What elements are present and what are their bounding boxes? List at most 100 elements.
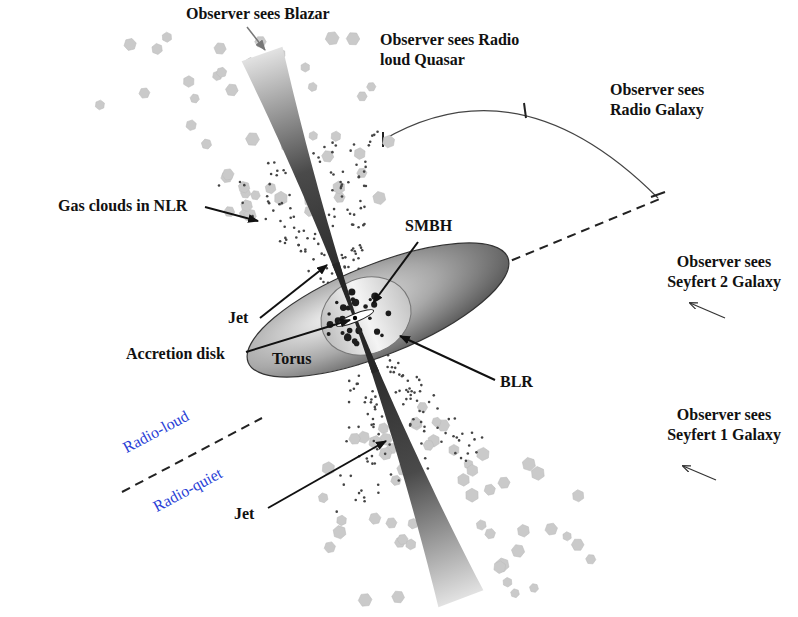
- gas-dot: [307, 270, 310, 273]
- blr-cloud: [341, 331, 345, 335]
- gas-dot: [409, 424, 412, 427]
- gas-dot: [303, 229, 306, 232]
- gas-dot: [388, 443, 391, 446]
- nlr-cloud: [246, 133, 260, 145]
- gas-dot: [374, 408, 377, 411]
- gas-dot: [333, 208, 336, 211]
- nlr-cloud: [530, 584, 539, 593]
- gas-dot: [335, 510, 338, 513]
- observer-label: Observer sees Seyfert 1 Galaxy: [656, 405, 792, 445]
- blr-cloud: [371, 302, 377, 308]
- gas-dot: [320, 252, 323, 255]
- gas-dot: [447, 418, 450, 421]
- angle-arc: [383, 111, 658, 198]
- gas-dot: [397, 362, 400, 365]
- nlr-cloud: [190, 94, 199, 103]
- gas-dot: [218, 184, 221, 187]
- gas-dot: [413, 391, 416, 394]
- nlr-cloud: [333, 181, 344, 194]
- gas-dot: [354, 499, 357, 502]
- nlr-cloud: [373, 191, 386, 204]
- nlr-cloud: [265, 183, 276, 194]
- arc-tick: [524, 103, 526, 118]
- gas-dot: [386, 366, 389, 369]
- nlr-cloud: [476, 520, 486, 530]
- gas-dot: [371, 462, 374, 465]
- gas-dot: [364, 401, 367, 404]
- gas-dot: [352, 259, 355, 262]
- gas-dot: [304, 248, 307, 251]
- gas-dot: [363, 170, 366, 173]
- nlr-cloud: [333, 526, 346, 539]
- nlr-cloud: [324, 542, 335, 553]
- gas-dot: [268, 183, 271, 186]
- nlr-cloud: [184, 76, 194, 88]
- gas-dot: [390, 473, 393, 476]
- gas-dot: [374, 406, 377, 409]
- gas-dot: [297, 244, 300, 247]
- nlr-cloud: [503, 577, 512, 587]
- nlr-cloud: [391, 475, 401, 485]
- gas-dot: [273, 161, 276, 164]
- gas-dot: [384, 453, 387, 456]
- jet-shape: [242, 47, 357, 319]
- gas-dot: [270, 173, 273, 176]
- nlr-cloud: [201, 139, 211, 149]
- gas-dot: [466, 452, 469, 455]
- gas-dot: [278, 203, 281, 206]
- gas-dot: [409, 394, 412, 397]
- gas-dot: [371, 134, 374, 137]
- nlr-cloud: [573, 490, 584, 502]
- gas-dot: [330, 171, 333, 174]
- nlr-cloud: [379, 447, 392, 459]
- gas-dot: [398, 390, 401, 393]
- gas-dot: [420, 421, 423, 424]
- part-label: Jet: [228, 308, 248, 328]
- nlr-cloud: [410, 417, 421, 428]
- gas-dot: [405, 389, 408, 392]
- gas-dot: [364, 160, 367, 163]
- gas-dot: [389, 371, 392, 374]
- smbh-dot: [353, 316, 357, 320]
- gas-dot: [369, 141, 372, 144]
- gas-dot: [346, 208, 349, 211]
- nlr-cloud: [346, 33, 359, 45]
- nlr-cloud: [392, 591, 405, 603]
- leader-arrow: [683, 466, 716, 480]
- gas-dot: [344, 256, 347, 259]
- gas-dot: [402, 374, 405, 377]
- nlr-cloud: [325, 32, 339, 45]
- nlr-cloud: [571, 539, 584, 550]
- leader-arrow: [268, 441, 386, 508]
- gas-dot: [432, 394, 435, 397]
- gas-dot: [326, 267, 329, 270]
- leader-arrow: [205, 207, 258, 221]
- gas-dot: [272, 209, 275, 212]
- gas-dot: [275, 174, 278, 177]
- nlr-cloud: [214, 43, 226, 54]
- gas-dot: [398, 373, 401, 376]
- leader-arrow: [690, 303, 725, 318]
- gas-dot: [366, 457, 369, 460]
- gas-dot: [314, 233, 317, 236]
- nlr-cloud: [586, 555, 596, 564]
- gas-dot: [284, 172, 287, 175]
- gas-dot: [281, 202, 284, 205]
- nlr-cloud: [423, 440, 434, 450]
- nlr-cloud: [466, 488, 478, 502]
- blr-cloud: [344, 334, 352, 342]
- torus-shape: Torus: [230, 225, 540, 400]
- nlr-cloud: [458, 474, 469, 487]
- gas-dot: [358, 455, 361, 458]
- gas-dot: [357, 226, 360, 229]
- gas-dot: [372, 418, 375, 421]
- nlr-cloud: [485, 529, 496, 539]
- gas-dot: [279, 220, 282, 223]
- gas-dot: [313, 237, 316, 240]
- gas-dot: [358, 492, 361, 495]
- gas-dot: [347, 181, 350, 184]
- gas-dot: [358, 375, 361, 378]
- nlr-cloud: [518, 524, 530, 537]
- gas-dot: [402, 403, 405, 406]
- nlr-cloud: [357, 169, 367, 178]
